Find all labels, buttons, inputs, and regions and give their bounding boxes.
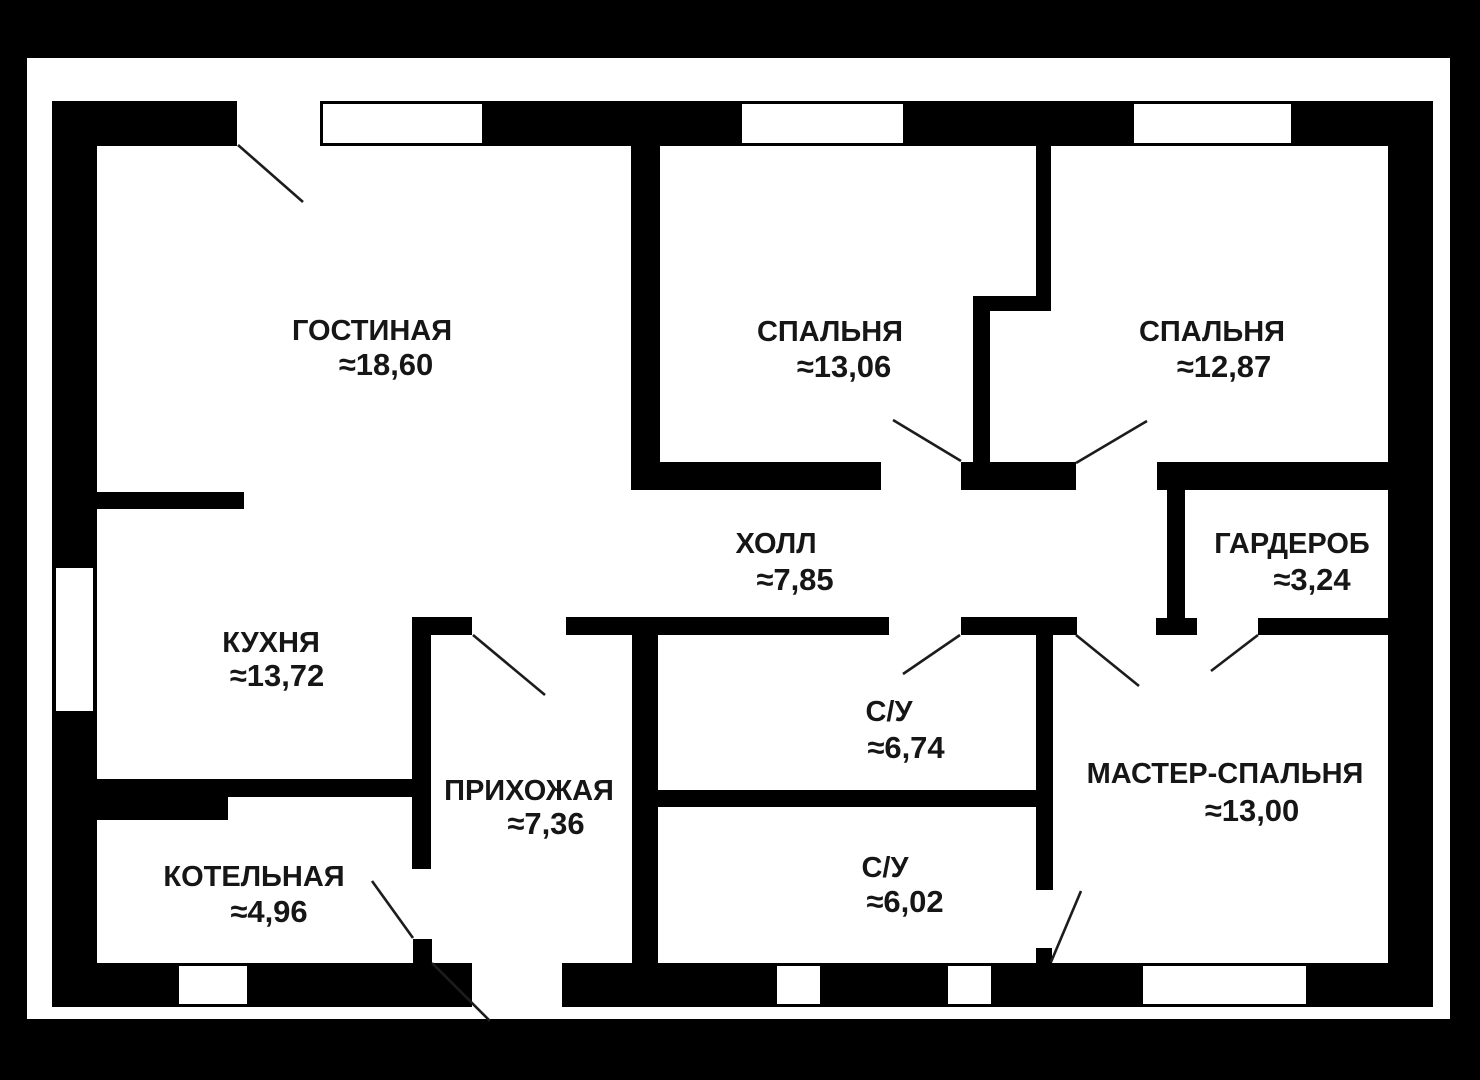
svg-text:ГАРДЕРОБ: ГАРДЕРОБ — [1214, 528, 1369, 560]
svg-text:≈3,24: ≈3,24 — [1273, 562, 1351, 597]
svg-text:≈13,06: ≈13,06 — [797, 349, 892, 384]
svg-text:СПАЛЬНЯ: СПАЛЬНЯ — [1139, 316, 1285, 348]
svg-text:≈4,96: ≈4,96 — [230, 894, 307, 929]
svg-text:КУХНЯ: КУХНЯ — [222, 627, 320, 659]
svg-text:МАСТЕР-СПАЛЬНЯ: МАСТЕР-СПАЛЬНЯ — [1087, 758, 1364, 790]
svg-text:СПАЛЬНЯ: СПАЛЬНЯ — [757, 316, 903, 348]
svg-text:≈7,36: ≈7,36 — [507, 806, 584, 841]
svg-text:≈7,85: ≈7,85 — [756, 562, 833, 597]
svg-text:С/У: С/У — [861, 852, 909, 884]
svg-text:ХОЛЛ: ХОЛЛ — [735, 528, 816, 560]
svg-text:≈6,74: ≈6,74 — [867, 730, 945, 765]
svg-text:≈13,72: ≈13,72 — [230, 658, 325, 693]
svg-text:ГОСТИНАЯ: ГОСТИНАЯ — [292, 315, 452, 347]
svg-text:КОТЕЛЬНАЯ: КОТЕЛЬНАЯ — [163, 861, 344, 893]
svg-text:≈13,00: ≈13,00 — [1205, 793, 1300, 828]
svg-text:≈6,02: ≈6,02 — [866, 884, 943, 919]
svg-text:≈18,60: ≈18,60 — [339, 347, 434, 382]
svg-text:≈12,87: ≈12,87 — [1177, 349, 1272, 384]
svg-text:ПРИХОЖАЯ: ПРИХОЖАЯ — [444, 775, 614, 807]
svg-text:С/У: С/У — [865, 696, 913, 728]
